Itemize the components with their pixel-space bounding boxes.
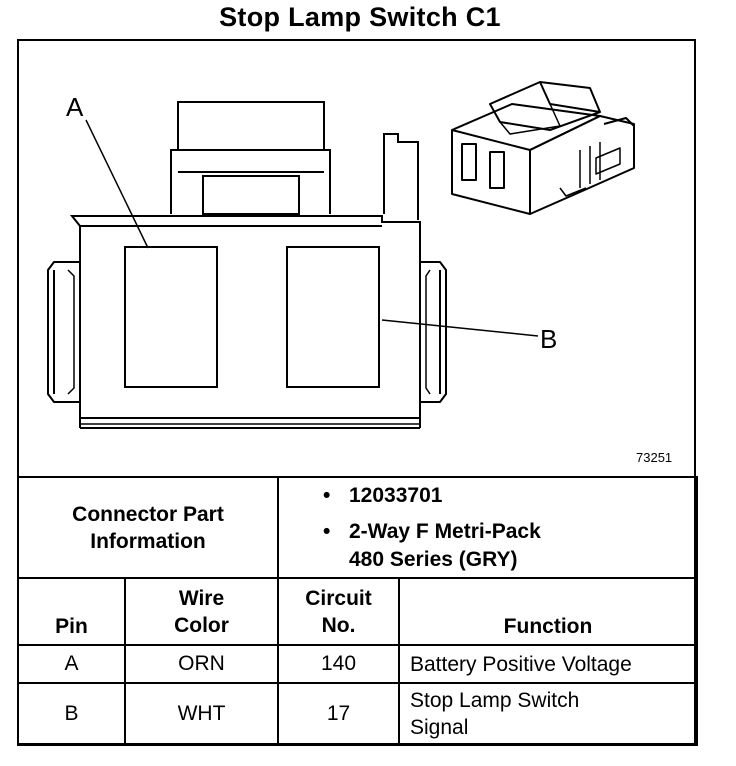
page-title: Stop Lamp Switch C1: [219, 2, 501, 32]
header-row: Pin Wire Color Circuit No. Function: [17, 577, 698, 646]
connector-face-view: [47, 101, 539, 429]
figure-id: 73251: [636, 450, 673, 465]
connector-info-label-line2: Information: [90, 529, 206, 553]
description-line2: 480 Series (GRY): [349, 547, 518, 571]
wire-color-cell: ORN: [124, 644, 279, 684]
cavity-b: [286, 246, 380, 388]
description-line: • 2-Way F Metri-Pack 480 Series (GRY): [323, 518, 696, 574]
connector-info-values: • 12033701 • 2-Way F Metri-Pack 480 Seri…: [277, 476, 698, 579]
part-number-line: • 12033701: [323, 482, 696, 510]
right-post: [383, 133, 419, 220]
circuit-cell: 140: [277, 644, 400, 684]
pin-cell: A: [17, 644, 126, 684]
connector-info-label: Connector Part Information: [17, 476, 279, 579]
header-wire-color: Wire Color: [124, 577, 279, 646]
connector-body: [69, 215, 421, 419]
description-line1: 2-Way F Metri-Pack: [349, 519, 541, 543]
connector-info-row: Connector Part Information • 12033701 • …: [17, 476, 698, 579]
iso-side-face: [529, 115, 635, 215]
leader-a: [85, 119, 149, 249]
header-function: Function: [398, 577, 698, 646]
bullet-icon: •: [323, 519, 331, 543]
right-side-latch: [420, 261, 447, 403]
label-b: B: [540, 324, 558, 354]
pin-cell: B: [17, 682, 126, 746]
table-row: A ORN 140 Battery Positive Voltage: [17, 644, 698, 684]
wire-color-cell: WHT: [124, 682, 279, 746]
connector-iso-view: [451, 81, 635, 215]
left-side-latch: [47, 261, 80, 403]
circuit-cell: 17: [277, 682, 400, 746]
top-latch: [170, 101, 331, 214]
bullet-icon: •: [323, 483, 331, 507]
label-a: A: [66, 92, 84, 122]
cavity-a: [124, 246, 218, 388]
connector-info-label-line1: Connector Part: [72, 502, 224, 526]
header-pin: Pin: [17, 577, 126, 646]
part-number: 12033701: [349, 483, 443, 507]
leader-b: [381, 319, 539, 337]
header-circuit: Circuit No.: [277, 577, 400, 646]
function-cell: Stop Lamp Switch Signal: [398, 682, 698, 746]
function-cell: Battery Positive Voltage: [398, 644, 698, 684]
connector-table: Connector Part Information • 12033701 • …: [17, 476, 698, 746]
table-row: B WHT 17 Stop Lamp Switch Signal: [17, 682, 698, 746]
